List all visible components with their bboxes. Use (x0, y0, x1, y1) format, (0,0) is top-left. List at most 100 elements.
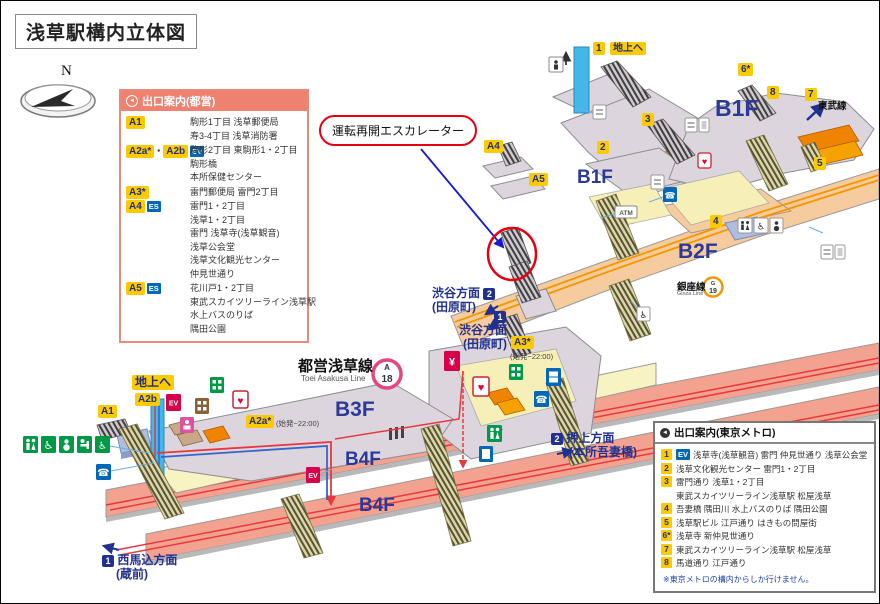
legend-row-7: 7 東武スカイツリーライン浅草駅 松屋浅草 (661, 543, 870, 557)
svg-text:♥: ♥ (702, 157, 707, 167)
svg-text:¥: ¥ (449, 357, 456, 369)
fare-adjustment-icon: ¥ (444, 351, 460, 371)
barrier-free-route (156, 370, 468, 507)
aed-icon: ♥ (472, 376, 490, 397)
legend-row-a3: A3* 雷門郵便局 雷門2丁目 (121, 185, 307, 200)
exit-badge-a4: A4 (484, 140, 503, 153)
ginza-line-symbol: G 19 (702, 276, 724, 298)
escalator (420, 423, 472, 547)
escalator (118, 423, 185, 520)
exit-badge-6: 6* (661, 530, 672, 541)
stairs (497, 141, 522, 167)
svg-text:☎: ☎ (535, 395, 547, 406)
exit-badge-a3: A3* (126, 185, 149, 199)
direction-text: 西馬込方面 (117, 553, 178, 567)
escalator-icon: ES (146, 283, 161, 294)
annotation-callout: 運転再開エスカレーター (319, 115, 477, 146)
elevator-shaft (573, 46, 590, 114)
floor-label-b4f-upper: B4F (345, 449, 381, 470)
direction-text: 渋谷方面 (459, 323, 508, 337)
svg-text:ATM: ATM (619, 210, 633, 217)
coin-locker-icon (479, 446, 493, 462)
legend-row-2: 2 浅草文化観光センター 雷門1・2丁目 (661, 462, 870, 476)
legend-toei-title: 出口案内(都営) (142, 96, 216, 108)
exit-arrow-icon: ◄ (660, 427, 670, 438)
exit-badge-6: 6* (738, 63, 754, 76)
exit-badge-a2a: A2a* (246, 415, 275, 428)
ticket-machine-pair-icon (820, 244, 846, 260)
escalator (608, 278, 652, 342)
svg-text:♿: ♿ (44, 440, 54, 452)
toilet-row-icons: ♿ (737, 217, 784, 234)
direction-nishimagome: 1 西馬込方面 (蔵前) (102, 553, 177, 581)
annotation-pointer (420, 148, 538, 282)
elevator-call-icon (548, 56, 564, 73)
svg-text:18: 18 (381, 374, 393, 385)
phone-icon: ☎ (96, 464, 111, 480)
aed-icon: ♥ (697, 152, 712, 169)
legend-row-3b: 東武スカイツリーライン浅草駅 松屋浅草 (676, 490, 832, 501)
powder-room-icon (180, 417, 194, 433)
svg-text:☎: ☎ (97, 468, 109, 479)
floor-label-b1f-left: B1F (577, 167, 613, 188)
toilet-icon (23, 436, 38, 453)
svg-text:EV: EV (308, 473, 318, 480)
direction-text: 押上方面 (566, 431, 615, 445)
atm-icon: ATM (614, 205, 638, 219)
legend-row-8: 8 馬道通り 江戸通り (661, 557, 870, 570)
exit-badge-3: 3 (661, 476, 672, 487)
floor-label-b3f: B3F (335, 398, 375, 421)
exit-badge-5: 5 (814, 157, 826, 170)
legend-metro-exits: ◄ 出口案内(東京メトロ) 1 EV 浅草寺(浅草観音) 雷門 仲見世通り 浅草… (653, 421, 876, 593)
stairs-group (96, 60, 826, 559)
elevator-icon: EV (166, 394, 181, 411)
direction-shibuya-upper: 渋谷方面 2 (田原町) (432, 286, 496, 314)
legend-metro-title: 出口案内(東京メトロ) (674, 427, 776, 439)
baby-icon (59, 436, 74, 453)
ticket-gate-icon (389, 428, 392, 440)
svg-text:EV: EV (169, 401, 179, 408)
compass-needle-icon (31, 89, 75, 107)
svg-text:♿: ♿ (757, 222, 765, 232)
legend-row-5: 5 浅草駅ビル 江戸通り はきもの問屋街 (661, 516, 870, 530)
coin-locker-icon (509, 364, 523, 380)
toilet-icon (487, 425, 502, 442)
legend-row-6: 6* 浅草寺 新仲見世通り (661, 530, 755, 541)
direction-subtext: (田原町) (432, 300, 476, 314)
escalator (280, 493, 324, 559)
direction-oshiage: 2 押上方面 (本所吾妻橋) (551, 431, 637, 459)
svg-text:☎: ☎ (664, 191, 675, 201)
exit-badge-a3: A3* (511, 336, 534, 349)
ginza-line-name-en: Ginza Line (677, 291, 704, 297)
shibuya-arrow (484, 303, 499, 316)
track-badge: 1 (494, 311, 506, 323)
exit-badge-7: 7 (805, 88, 817, 101)
legend-row-a1: A1 駒形1丁目 浅草郵便局寿3-4丁目 浅草消防署 (121, 116, 307, 143)
machine-icon (592, 104, 607, 120)
direction-subtext: (蔵前) (116, 567, 148, 581)
elevator-icon: EV (190, 146, 205, 157)
svg-text:♥: ♥ (238, 396, 244, 407)
exit-badge-a2b: A2b (163, 145, 189, 158)
ginza-line-name: 銀座線 (677, 282, 706, 293)
legend-row-3: 3 雷門通り 浅草1・2丁目 (661, 476, 870, 489)
floor-label-b4f-lower: B4F (359, 495, 395, 516)
compass: N (20, 63, 96, 118)
stairs (646, 118, 696, 165)
exit-badge-3: 3 (642, 113, 654, 126)
asakusa-line-name-en: Toei Asakusa Line (301, 374, 366, 383)
page-title: 浅草駅構内立体図 (15, 14, 198, 49)
exit-badge-a2a: A2a* (126, 145, 155, 158)
exit-badge-8: 8 (661, 557, 672, 568)
escalator (595, 193, 640, 261)
direction-text: 渋谷方面 (432, 286, 481, 300)
legend-metro-header: ◄ 出口案内(東京メトロ) (655, 423, 874, 444)
exit-badge-7: 7 (661, 543, 672, 555)
direction-subtext: (田原町) (463, 337, 507, 351)
stairs (737, 84, 777, 122)
phone-icon: ☎ (663, 187, 677, 202)
nursing-room-icon (77, 436, 92, 453)
coin-locker-icon (210, 377, 224, 393)
